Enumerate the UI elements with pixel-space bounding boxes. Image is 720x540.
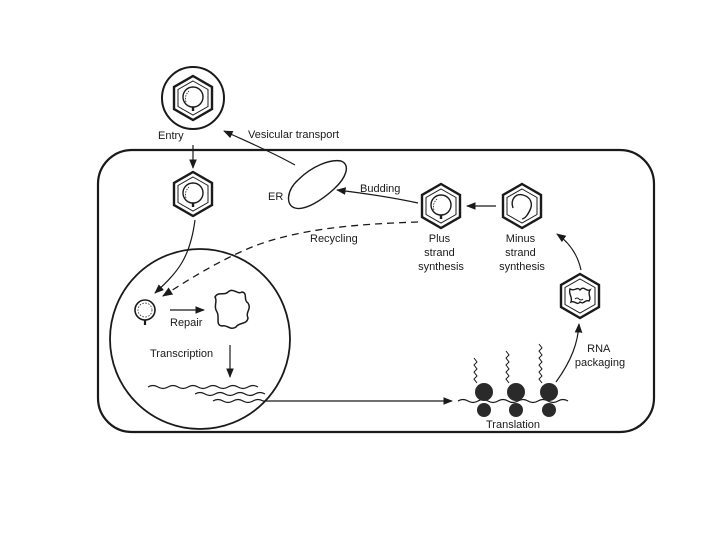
- plus-strand-label: Plus strand synthesis: [418, 233, 464, 273]
- repair-label: Repair: [170, 317, 203, 329]
- minus-strand-capsid: [501, 182, 543, 230]
- extracellular-virion: [161, 66, 225, 130]
- translation-label: Translation: [486, 419, 540, 431]
- cytoplasmic-nucleocapsid: [172, 170, 214, 218]
- translation-to-packaging-arrow: [555, 323, 583, 383]
- minus-strand-label: Minus strand synthesis: [499, 233, 545, 273]
- ribosome: [538, 343, 558, 417]
- packaging-to-minus-arrow: [556, 233, 582, 271]
- relaxed-circular-dna: [134, 299, 156, 325]
- entry-label: Entry: [158, 130, 184, 142]
- nuclear-import-arrow: [154, 219, 196, 294]
- cccdna-minichromosome: [214, 289, 251, 329]
- vesicular-transport-arrow: [223, 130, 296, 166]
- budding-label: Budding: [360, 183, 400, 195]
- recycling-arrow: [162, 221, 419, 297]
- vesicular-transport-label: Vesicular transport: [248, 129, 339, 141]
- mrna-transcripts: [147, 384, 266, 404]
- recycling-label: Recycling: [310, 233, 358, 245]
- translation-complex: [457, 343, 569, 417]
- plus-strand-capsid: [420, 182, 462, 230]
- rna-packaging-label: RNA packaging: [575, 343, 625, 369]
- transcription-label: Transcription: [150, 348, 213, 360]
- rna-packaging-capsid: [559, 272, 601, 320]
- cell-membrane: [96, 148, 656, 434]
- ribosome: [505, 350, 525, 417]
- ribosome: [473, 357, 493, 417]
- er-label: ER: [268, 191, 283, 203]
- nucleus: [109, 248, 291, 430]
- endoplasmic-reticulum: [287, 159, 348, 210]
- budding-arrow: [336, 187, 419, 204]
